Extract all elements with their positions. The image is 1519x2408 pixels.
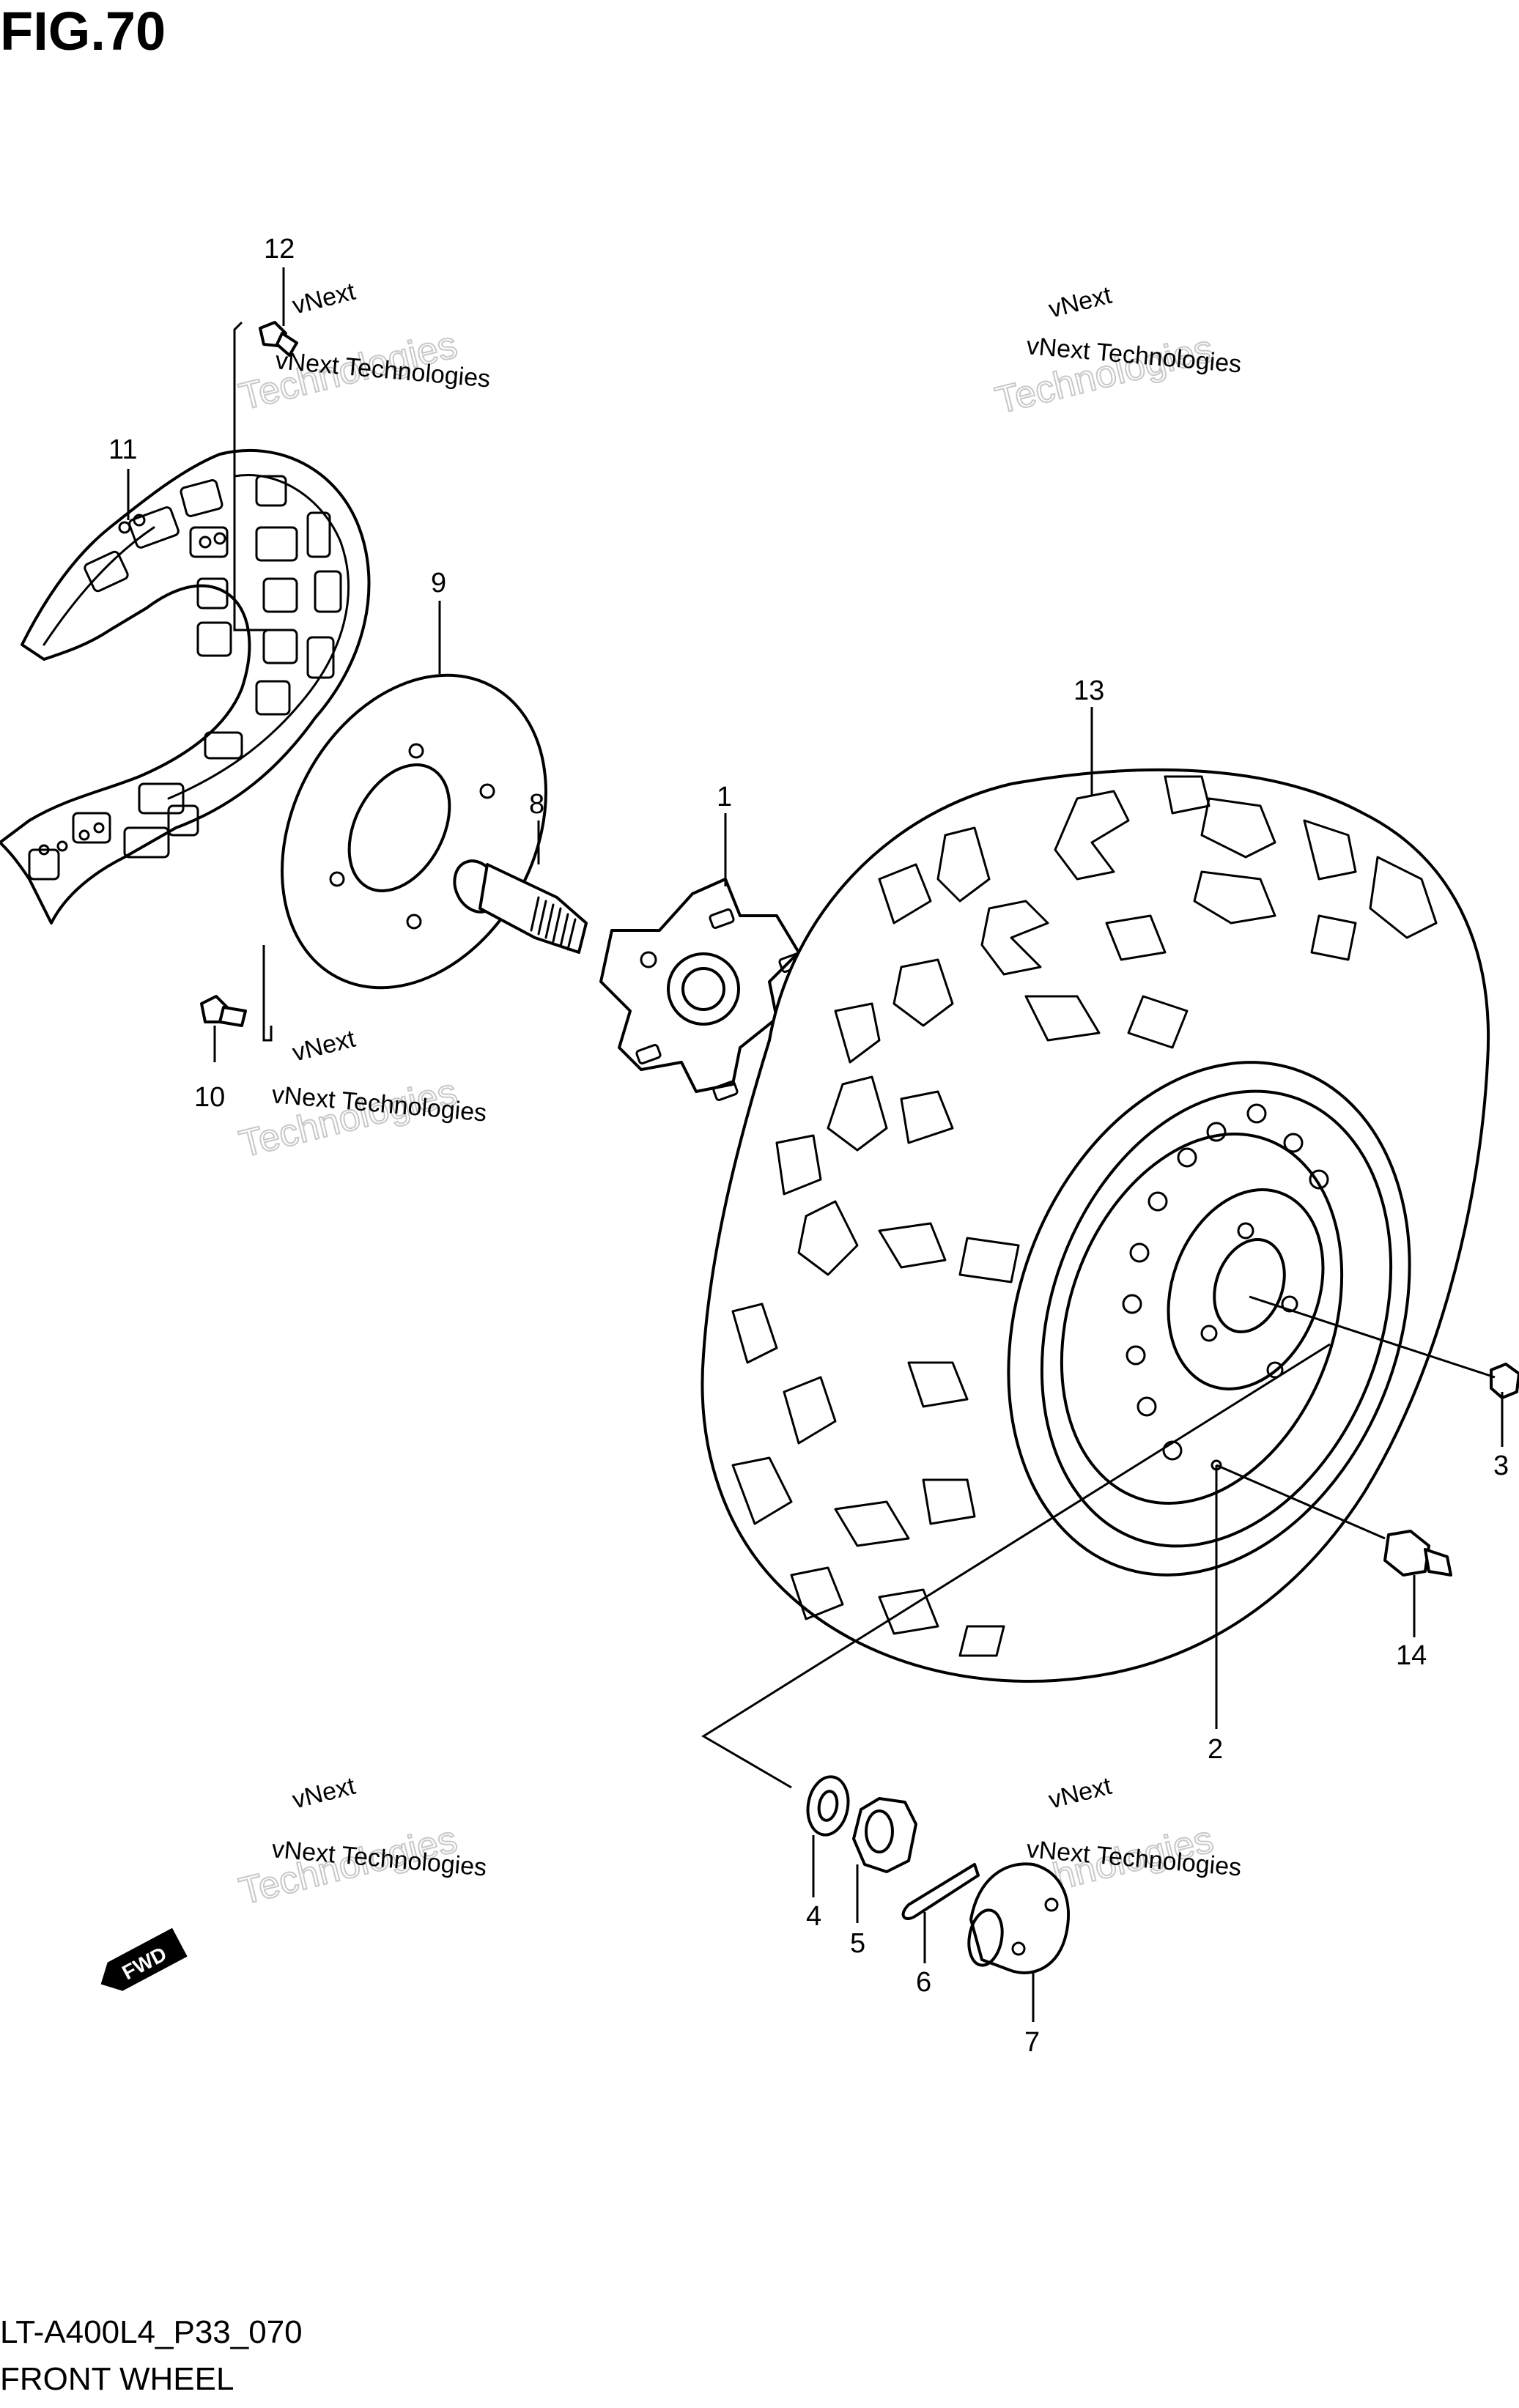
- part-4-washer[interactable]: [803, 1774, 852, 1838]
- rim-vent-holes: [1122, 1103, 1329, 1461]
- figure-caption: FRONT WHEEL: [0, 2361, 234, 2397]
- callout-12: 12: [264, 234, 295, 264]
- watermark-text: vNext: [289, 1772, 358, 1815]
- part-13-tire[interactable]: [701, 768, 1490, 1683]
- hub-studs: [635, 908, 805, 1101]
- part-12-bolt[interactable]: [259, 321, 298, 357]
- part-11-disc-guard[interactable]: [0, 448, 371, 925]
- model-code: LT-A400L4_P33_070: [0, 2314, 303, 2350]
- watermark-block: Technologies vNext: [234, 1025, 462, 1167]
- watermark-block: Technologies vNext: [234, 278, 462, 420]
- callout-11: 11: [108, 434, 137, 465]
- callout-13: 13: [1073, 675, 1104, 706]
- fwd-direction-badge: FWD: [100, 1927, 188, 1991]
- part-7-hub-cap[interactable]: [965, 1862, 1070, 1974]
- guard-cutouts: [28, 475, 342, 881]
- callout-6: 6: [916, 1967, 931, 1998]
- callout-10: 10: [194, 1082, 225, 1113]
- part-14-valve[interactable]: [1383, 1530, 1452, 1577]
- callout-9: 9: [431, 568, 446, 599]
- leader-lines: [127, 267, 1504, 2022]
- part-3-wheel-nut[interactable]: [1490, 1363, 1519, 1399]
- callout-5: 5: [850, 1928, 865, 1959]
- watermark-text: vNext: [1046, 281, 1115, 324]
- part-6-cotter-pin[interactable]: [901, 1863, 980, 1920]
- part-1-wheel-hub[interactable]: [599, 878, 805, 1101]
- figure-title: FIG.70: [0, 1, 166, 62]
- guard-holes: [38, 514, 226, 856]
- watermark-block: Technologies vNext: [234, 1772, 462, 1914]
- watermark-text: vNext: [289, 1025, 358, 1067]
- part-8-shaft[interactable]: [446, 854, 588, 954]
- callout-3: 3: [1493, 1451, 1509, 1481]
- watermark-text: vNext: [1046, 1772, 1115, 1815]
- callout-7: 7: [1024, 2027, 1040, 2058]
- callout-labels: 12 11 9 8 1 13 10 3 14 2 4 5 6 7: [108, 234, 1509, 2058]
- watermark-text: vNext: [289, 278, 358, 320]
- part-10-bolt[interactable]: [200, 995, 247, 1027]
- part-5-castle-nut[interactable]: [852, 1797, 917, 1873]
- callout-4: 4: [806, 1901, 821, 1932]
- callout-1: 1: [717, 782, 732, 812]
- callout-2: 2: [1208, 1734, 1223, 1765]
- callout-14: 14: [1396, 1640, 1427, 1671]
- shaft-splines: [530, 896, 577, 951]
- tread-blocks: [731, 775, 1438, 1657]
- callout-8: 8: [529, 789, 544, 820]
